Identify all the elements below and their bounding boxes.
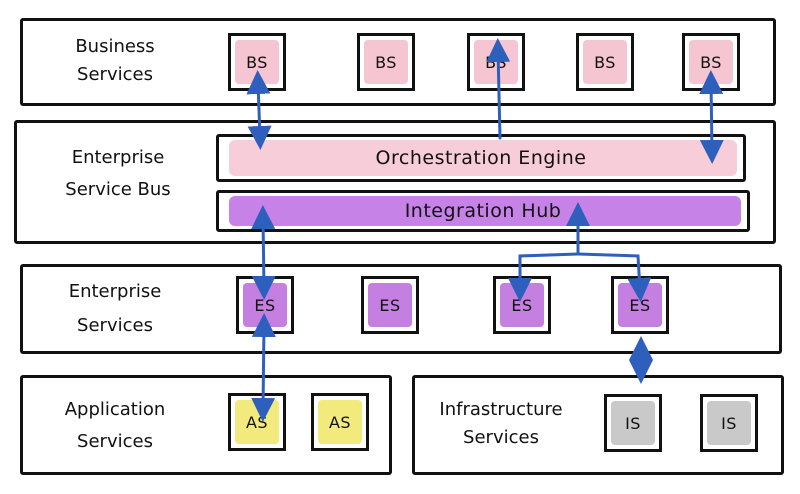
business-label-line2: Services bbox=[77, 64, 153, 85]
business-service-node: BS bbox=[357, 33, 415, 91]
infrastructure-label-line1: Infrastructure bbox=[439, 399, 563, 420]
infrastructure-service-text: IS bbox=[625, 413, 641, 433]
esb-label: Enterprise Service Bus bbox=[38, 142, 198, 206]
business-service-text: BS bbox=[594, 52, 616, 72]
business-service-text: BS bbox=[375, 52, 397, 72]
arrow-bs3-orchestration bbox=[486, 38, 511, 140]
application-services-label: Application Services bbox=[30, 394, 200, 458]
infrastructure-service-node: IS bbox=[604, 394, 662, 452]
esb-label-line2: Service Bus bbox=[65, 179, 171, 200]
infrastructure-services-layer bbox=[412, 375, 784, 475]
arrow-branch-left bbox=[508, 252, 580, 302]
arrow-es1-as1 bbox=[251, 313, 276, 422]
business-services-label: Business Services bbox=[40, 33, 190, 89]
esb-label-line1: Enterprise bbox=[71, 147, 165, 168]
application-label-line1: Application bbox=[64, 399, 166, 420]
enterprise-label-line1: Enterprise bbox=[68, 281, 162, 302]
business-service-text: BS bbox=[700, 52, 722, 72]
arrow-bs5-orchestration bbox=[699, 70, 724, 164]
business-services-layer bbox=[20, 18, 776, 106]
arrow-bs1-orchestration bbox=[246, 70, 272, 150]
orchestration-engine-text: Orchestration Engine bbox=[375, 147, 587, 169]
infrastructure-service-fill bbox=[707, 401, 751, 445]
enterprise-service-node: ES bbox=[361, 276, 419, 334]
integration-hub-bar: Integration Hub bbox=[216, 190, 750, 232]
business-service-fill bbox=[364, 40, 408, 84]
arrow-branch-right bbox=[576, 252, 652, 302]
infrastructure-service-node: IS bbox=[700, 394, 758, 452]
orchestration-engine-wash bbox=[229, 140, 737, 176]
enterprise-service-text: ES bbox=[379, 295, 401, 315]
business-label-line1: Business bbox=[75, 36, 155, 57]
integration-hub-wash bbox=[229, 196, 741, 226]
enterprise-label-line2: Services bbox=[77, 315, 153, 336]
enterprise-service-text: ES bbox=[254, 295, 276, 315]
enterprise-services-layer bbox=[20, 264, 782, 354]
application-service-text: AS bbox=[328, 412, 352, 432]
application-service-node: AS bbox=[311, 393, 369, 451]
infrastructure-service-text: IS bbox=[721, 413, 737, 433]
enterprise-service-fill bbox=[368, 283, 412, 327]
business-service-fill bbox=[583, 40, 627, 84]
infrastructure-label-line2: Services bbox=[463, 427, 539, 448]
arrow-hub-es1 bbox=[251, 205, 276, 300]
enterprise-service-node: ES bbox=[493, 276, 551, 334]
business-service-node: BS bbox=[576, 33, 634, 91]
application-label-line2: Services bbox=[77, 431, 153, 452]
infrastructure-service-fill bbox=[611, 401, 655, 445]
infrastructure-services-label: Infrastructure Services bbox=[418, 396, 584, 452]
enterprise-services-label: Enterprise Services bbox=[30, 275, 200, 343]
enterprise-service-bus-layer bbox=[14, 120, 776, 244]
integration-hub-text: Integration Hub bbox=[404, 200, 562, 222]
business-service-text: BS bbox=[246, 52, 268, 72]
application-service-fill bbox=[318, 400, 362, 444]
orchestration-engine-bar: Orchestration Engine bbox=[216, 134, 746, 182]
application-services-layer bbox=[20, 375, 392, 475]
